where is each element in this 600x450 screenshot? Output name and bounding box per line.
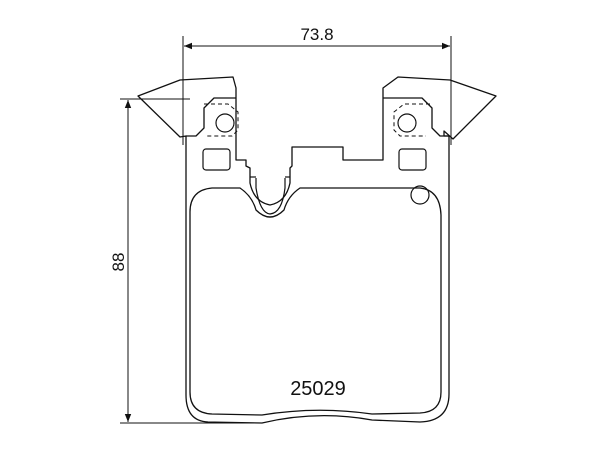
width-dimension <box>182 36 452 145</box>
right-clip-outline <box>393 103 430 137</box>
right-ear-inner-edge <box>383 97 449 137</box>
backing-plate-outline <box>137 76 497 424</box>
friction-material <box>189 187 442 416</box>
mounting-holes <box>202 113 430 205</box>
center-notch <box>250 176 290 215</box>
height-label: 88 <box>109 253 128 272</box>
right-ear-hole <box>397 113 417 133</box>
notch-inner-curve <box>255 178 286 215</box>
width-label: 73.8 <box>300 25 333 44</box>
left-square-slot <box>202 148 231 171</box>
height-dimension <box>120 98 262 424</box>
clip-outlines <box>204 103 430 137</box>
left-ear-inner-edge <box>186 97 236 137</box>
left-ear-hole <box>215 113 235 133</box>
right-square-slot <box>398 148 427 171</box>
backing-plate <box>137 76 497 424</box>
part-number: 25029 <box>290 378 346 400</box>
right-sensor-hole <box>410 185 430 205</box>
left-clip-outline <box>204 103 239 137</box>
